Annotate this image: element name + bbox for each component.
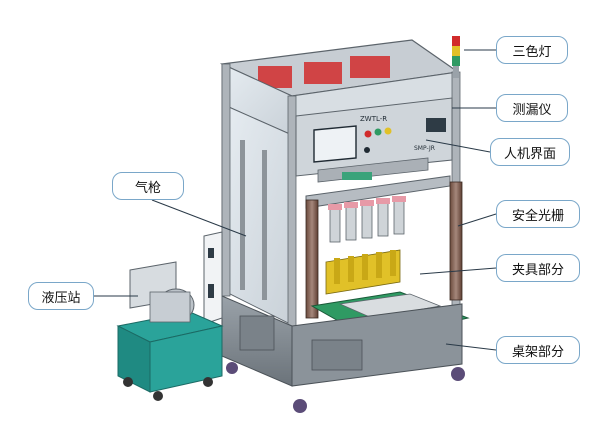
label-table-frame-section: 桌架部分 bbox=[496, 336, 580, 364]
label-air-gun: 气枪 bbox=[112, 172, 184, 200]
hydraulic-station bbox=[116, 261, 224, 401]
yellow-fixture bbox=[325, 249, 401, 295]
panel-top-text: ZWTL-R bbox=[360, 115, 387, 123]
label-leak-tester: 测漏仪 bbox=[496, 94, 568, 122]
label-safety-light-curtain: 安全光栅 bbox=[496, 200, 580, 228]
label-hydraulic-station: 液压站 bbox=[28, 282, 94, 310]
label-hmi: 人机界面 bbox=[490, 138, 570, 166]
air-gun-panel bbox=[203, 231, 223, 325]
press-cylinders bbox=[328, 196, 406, 243]
frame: ZWTL-R SMP-JR bbox=[203, 36, 470, 413]
label-tri-color-light: 三色灯 bbox=[496, 36, 568, 64]
label-fixture-section: 夹具部分 bbox=[496, 254, 580, 282]
callout-lines bbox=[92, 49, 497, 351]
casters bbox=[226, 362, 465, 413]
tri-color-light-icon bbox=[452, 36, 460, 78]
hmi-tag-text: SMP-JR bbox=[414, 145, 435, 152]
